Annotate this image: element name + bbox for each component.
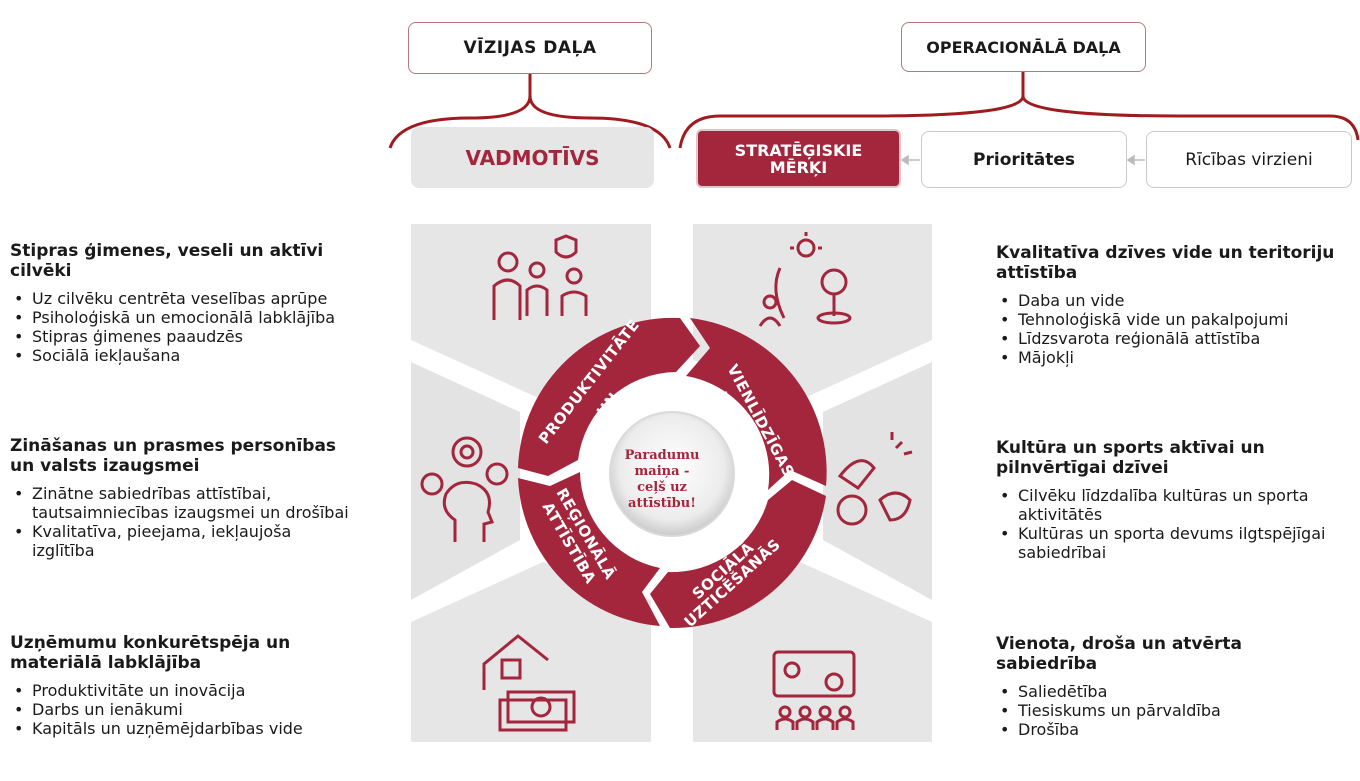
- operational-part-box: OPERACIONĀLĀ DAĻA: [901, 22, 1146, 72]
- goal-title: Uzņēmumu konkurētspēja un materiālā labk…: [10, 633, 291, 673]
- vision-part-box: VĪZIJAS DAĻA: [408, 22, 652, 74]
- center-motto: Paradumu maiņa - ceļš uz attīstību!: [616, 448, 708, 512]
- strategic-goals-label-2: MĒRĶI: [769, 157, 828, 177]
- motto-line: attīstību!: [628, 496, 696, 511]
- goal-item: Mājokļi: [996, 348, 1346, 367]
- ring-segment-equal-opportunities: [686, 318, 827, 490]
- family-icon: [492, 234, 588, 320]
- center-circle: [609, 411, 735, 537]
- strategic-goals-box: STRATĒĢISKIE MĒRĶI: [698, 131, 899, 186]
- goal-title: Kultūra un sports aktīvai un pilnvērtīga…: [996, 438, 1265, 478]
- goal-item: Tiesiskums un pārvaldība: [996, 701, 1326, 720]
- house-money-icon: [482, 634, 576, 732]
- goal-item: Sociālā iekļaušana: [10, 346, 350, 365]
- goal-title: Stipras ģimenes, veseli un aktīvi cilvēk…: [10, 241, 324, 281]
- left-goal-2: Zināšanas un prasmes personības un valst…: [10, 436, 350, 560]
- goal-item: Uz cilvēku centrēta veselības aprūpe: [10, 289, 350, 308]
- operational-bracket-right: [1021, 95, 1360, 141]
- right-goal-3: Vienota, droša un atvērta sabiedrība Sal…: [996, 634, 1326, 739]
- right-goal-2: Kultūra un sports aktīvai un pilnvērtīga…: [996, 438, 1326, 562]
- nature-icon: [758, 232, 852, 327]
- ring-segment-social-trust: [650, 480, 826, 629]
- goal-title: Vienota, droša un atvērta sabiedrība: [996, 634, 1243, 674]
- goal-item: Tehnoloģiskā vide un pakalpojumi: [996, 310, 1346, 329]
- left-goal-1: Stipras ģimenes, veseli un aktīvi cilvēk…: [10, 241, 350, 365]
- knowledge-icon: [420, 436, 509, 542]
- culture-sports-icon: [836, 432, 913, 526]
- goal-title: Kvalitatīva dzīves vide un teritoriju at…: [996, 243, 1335, 283]
- strategic-goals-label-1: STRATĒĢISKIE: [734, 140, 863, 160]
- arrow-icon: [900, 154, 1145, 166]
- ring: [518, 317, 827, 629]
- goal-item: Cilvēku līdzdalība kultūras un sporta ak…: [996, 486, 1326, 524]
- goal-item: Līdzsvarota reģionālā attīstība: [996, 329, 1346, 348]
- goal-item: Zinātne sabiedrības attīstībai, tautsaim…: [10, 484, 350, 522]
- goal-item: Darbs un ienākumi: [10, 700, 350, 719]
- vision-bracket: [388, 74, 532, 149]
- priorities-box: Prioritātes: [921, 131, 1127, 188]
- goal-item: Daba un vide: [996, 291, 1346, 310]
- goal-item: Produktivitāte un inovācija: [10, 681, 350, 700]
- goal-item: Drošība: [996, 720, 1326, 739]
- goal-item: Kapitāls un uzņēmējdarbības vide: [10, 719, 350, 738]
- motto-line: ceļš uz: [637, 480, 687, 495]
- community-icon: [772, 650, 856, 730]
- vision-bracket-right: [528, 95, 672, 149]
- motto-line: Paradumu: [624, 448, 700, 463]
- goal-item: Saliedētība: [996, 682, 1326, 701]
- left-goal-3: Uzņēmumu konkurētspēja un materiālā labk…: [10, 633, 350, 738]
- ring-segment-regional: [518, 472, 660, 626]
- goal-title: Zināšanas un prasmes personības un valst…: [10, 436, 337, 476]
- motto-line: maiņa -: [634, 464, 690, 479]
- action-directions-box: Rīcības virzieni: [1146, 131, 1352, 188]
- right-goal-1: Kvalitatīva dzīves vide un teritoriju at…: [996, 243, 1346, 367]
- goal-item: Kultūras un sporta devums ilgtspējīgai s…: [996, 524, 1326, 562]
- goal-item: Stipras ģimenes paaudzēs: [10, 327, 350, 346]
- ring-segment-productivity: [518, 317, 700, 476]
- operational-bracket: [678, 72, 1025, 149]
- goal-item: Kvalitatīva, pieejama, iekļaujoša izglīt…: [10, 522, 350, 560]
- vadmotivs-box: VADMOTĪVS: [411, 127, 654, 188]
- goal-item: Psiholoģiskā un emocionālā labklājība: [10, 308, 350, 327]
